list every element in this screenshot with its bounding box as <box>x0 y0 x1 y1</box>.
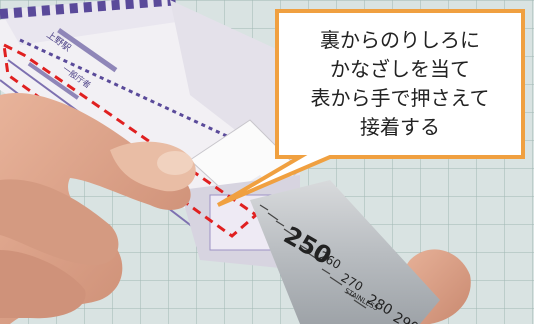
callout-line: かなざしを当て <box>330 57 470 81</box>
callout-text: 裏からのりしろに かなざしを当て 表から手で押さえて 接着する <box>277 11 523 157</box>
callout-line: 接着する <box>360 115 440 139</box>
glue-tab-highlight <box>2 42 259 238</box>
steel-ruler <box>250 180 440 324</box>
hand <box>0 93 196 324</box>
callout-line: 裏からのりしろに <box>320 28 480 52</box>
callout-bubble <box>216 9 525 207</box>
callout-line: 表から手で押さえて <box>310 86 490 110</box>
